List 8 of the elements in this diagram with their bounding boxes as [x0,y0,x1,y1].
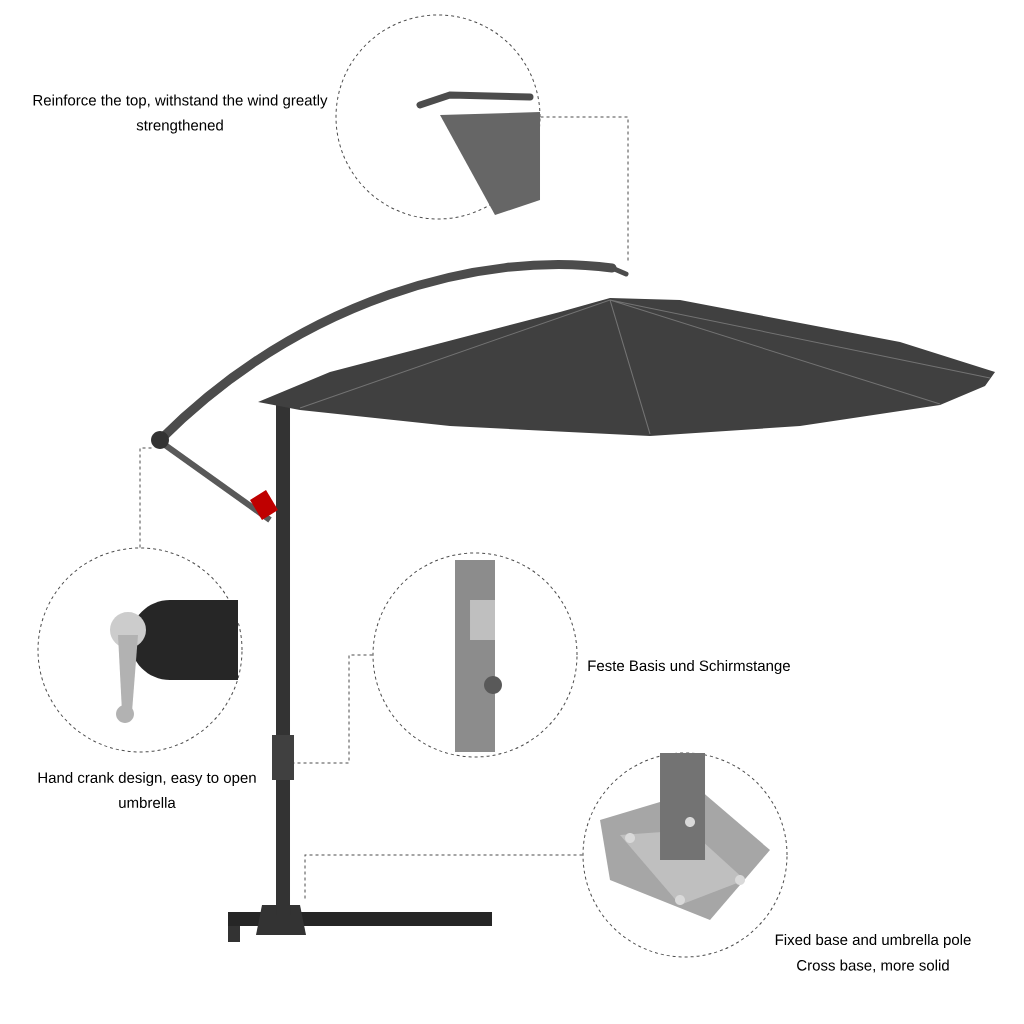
leader-line [540,116,629,263]
leader-line [293,654,373,764]
node-label: Reinforce the top, withstand the wind greatly strengthened [33,94,328,134]
leader-line [139,447,153,548]
node-label: Hand crank design, easy to open umbrella [38,772,256,808]
node-label: Fixed base and umbrella pole [775,934,971,948]
node-label: Feste Basis und Schirmstange [588,660,790,674]
node-label: Cross base, more solid [797,959,949,973]
